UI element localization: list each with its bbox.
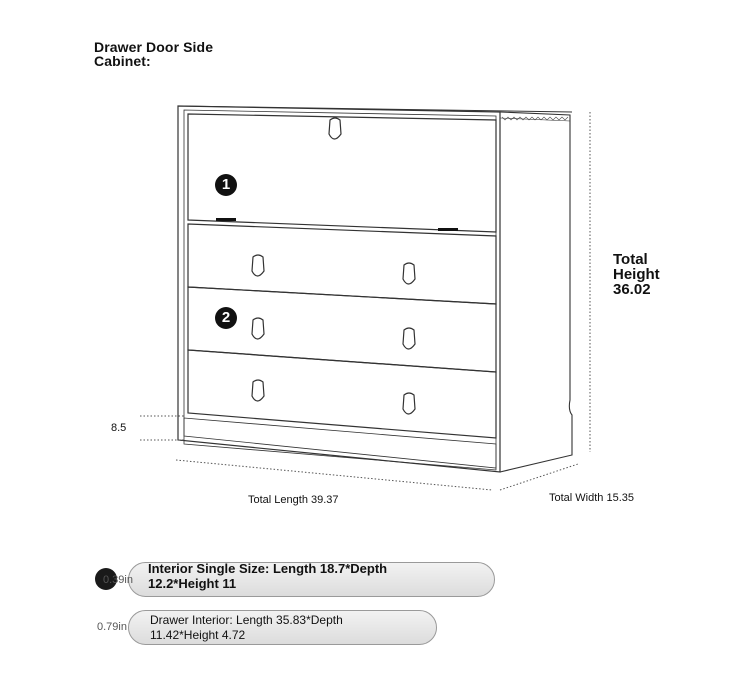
total-height-value: 36.02: [613, 281, 651, 298]
total-length-label: Total Length 39.37: [248, 494, 339, 506]
drawer-panel-bottom: [187, 349, 497, 439]
door-panel: [187, 113, 497, 233]
total-height-word-1: Total: [613, 251, 648, 268]
cabinet-top-edge: [177, 105, 573, 113]
drawer-handle-top-left: [251, 254, 265, 277]
spec-1-line-1: Interior Single Size: Length 18.7*Depth: [148, 561, 388, 576]
total-height-word-2: Height: [613, 266, 660, 283]
spec-text-1: Interior Single Size: Length 18.7*Depth …: [148, 561, 387, 591]
total-width-label: Total Width 15.35: [549, 492, 634, 504]
length-dimension-line: [175, 459, 493, 491]
drawer-panel-top: [187, 223, 497, 305]
title-line-2: Cabinet:: [94, 53, 151, 69]
cabinet-side-panel: [499, 111, 573, 473]
side-trim-pattern: [501, 116, 569, 121]
total-height-label: Total Height 36.02: [613, 252, 660, 297]
spec-1-line-2: 12.2*Height 11: [148, 576, 237, 591]
spec-2-line-1: Drawer Interior: Length 35.83*Depth: [150, 613, 343, 627]
door-hinge-left: [216, 218, 236, 221]
thickness-dot-icon: [95, 568, 117, 590]
drawer-panel-middle: [187, 286, 497, 373]
drawer-handle-middle-left: [251, 317, 265, 340]
callout-marker-1: 1: [215, 174, 237, 196]
cabinet-base: [183, 417, 497, 471]
drawer-handle-bottom-left: [251, 379, 265, 402]
callout-marker-2: 2: [215, 307, 237, 329]
title-line-1: Drawer Door Side: [94, 39, 214, 55]
spec-thickness-1: 0.39in: [103, 574, 133, 586]
spec-text-2: Drawer Interior: Length 35.83*Depth 11.4…: [150, 613, 343, 643]
drawer-handle-bottom-right: [402, 392, 416, 415]
spec-pill-drawer: [128, 610, 437, 645]
spec-2-line-2: 11.42*Height 4.72: [150, 628, 246, 642]
leg-height-value: 8.5: [111, 422, 127, 434]
spec-thickness-2: 0.79in: [97, 621, 127, 633]
cabinet-side-trim: [499, 117, 571, 122]
page-title: Drawer Door Side Cabinet:: [94, 40, 213, 68]
width-dimension-line: [499, 463, 579, 491]
drawer-handle-top-right: [402, 262, 416, 285]
spec-pill-interior: [128, 562, 495, 597]
drawer-handle-middle-right: [402, 327, 416, 350]
door-handle: [328, 117, 342, 140]
door-hinge-right: [438, 228, 458, 231]
